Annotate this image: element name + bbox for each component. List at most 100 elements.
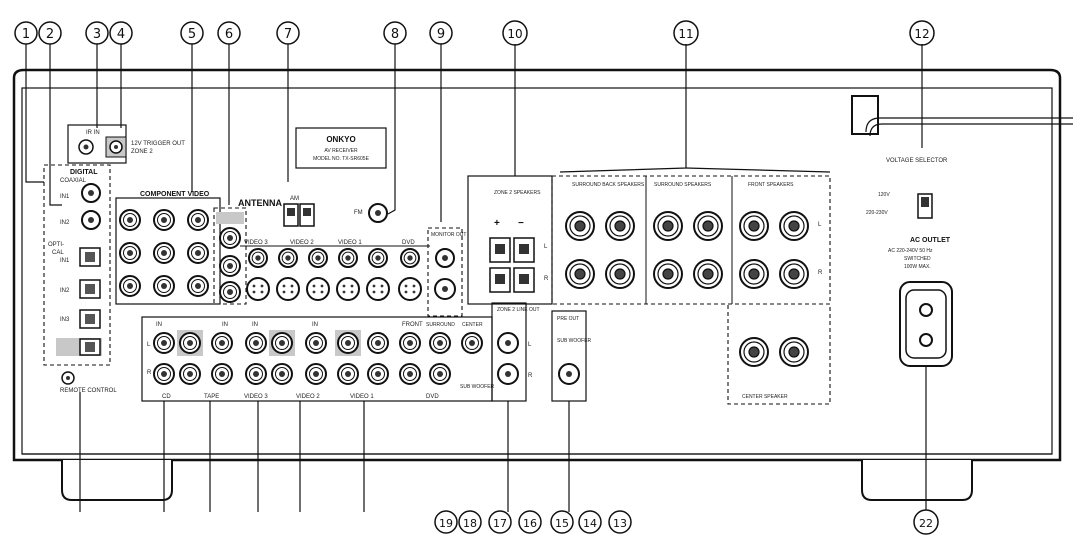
audio-jack (245, 332, 267, 354)
audio-jack (305, 363, 327, 385)
component-out-jack (219, 227, 241, 249)
audio-jack (399, 363, 421, 385)
svg-text:VIDEO 1: VIDEO 1 (350, 394, 374, 400)
audio-jack (367, 332, 389, 354)
zone2-line-out: ZONE 2 LINE OUT L R (491, 302, 540, 402)
svg-text:VIDEO 1: VIDEO 1 (338, 240, 362, 246)
svg-text:SURROUND: SURROUND (426, 322, 455, 328)
audio-jack (399, 332, 421, 354)
speaker-terminals: SURROUND BACK SPEAKERS SURROUND SPEAKERS… (551, 175, 831, 405)
svg-text:DVD: DVD (402, 240, 415, 246)
component-out-jack (219, 281, 241, 303)
svg-text:VIDEO 3: VIDEO 3 (244, 394, 268, 400)
speaker-binding-post (605, 259, 635, 289)
svg-text:11: 11 (678, 27, 693, 41)
audio-jack (153, 363, 175, 385)
speaker-binding-post (565, 211, 595, 241)
callout-3: 3 (85, 21, 109, 45)
callout-12: 12 (909, 20, 935, 46)
audio-jack (367, 363, 389, 385)
svg-text:IN: IN (156, 322, 162, 328)
composite-jack (400, 248, 420, 268)
bottom-leaders (79, 366, 927, 512)
ir-trigger-block: IR IN 12V TRIGGER OUT ZONE 2 (67, 124, 185, 164)
svg-text:VOLTAGE SELECTOR: VOLTAGE SELECTOR (886, 158, 948, 164)
svg-text:ZONE 2 LINE OUT: ZONE 2 LINE OUT (497, 307, 540, 313)
callout-19: 19 (434, 510, 458, 534)
component-monitor-out (213, 207, 247, 305)
composite-jack (338, 248, 358, 268)
audio-jack (245, 363, 267, 385)
speaker-binding-post (779, 259, 809, 289)
component-jack (187, 242, 209, 264)
composite-jack (368, 248, 388, 268)
ac-outlet: AC OUTLET AC 220-240V 50 Hz SWITCHED 100… (888, 237, 953, 367)
svg-text:19: 19 (439, 517, 453, 530)
component-jack (153, 275, 175, 297)
speaker-binding-post (739, 259, 769, 289)
svg-text:16: 16 (523, 517, 537, 530)
s-video-jack (366, 277, 390, 301)
svg-text:R: R (147, 370, 152, 376)
svg-text:MONITOR OUT: MONITOR OUT (431, 232, 466, 238)
svg-text:IN3: IN3 (60, 317, 70, 323)
svg-text:MODEL NO. TX-SR605E: MODEL NO. TX-SR605E (313, 156, 370, 162)
svg-text:IN2: IN2 (60, 288, 70, 294)
callout-8: 8 (383, 21, 407, 45)
svg-text:IN2: IN2 (60, 220, 70, 226)
center-binding-post (779, 337, 809, 367)
composite-jack (308, 248, 328, 268)
svg-text:12: 12 (914, 27, 929, 41)
svg-text:R: R (528, 373, 533, 379)
speaker-binding-post (605, 211, 635, 241)
audio-jack (337, 363, 359, 385)
callout-17: 17 (488, 510, 512, 534)
audio-jack (269, 330, 295, 356)
svg-text:SUB WOOFER: SUB WOOFER (557, 338, 592, 344)
svg-text:14: 14 (583, 517, 597, 530)
svg-text:IN: IN (252, 322, 258, 328)
svg-text:120V: 120V (878, 192, 890, 198)
svg-text:PRE OUT: PRE OUT (557, 316, 579, 322)
callout-1: 1 (14, 21, 38, 45)
s-video-jack (246, 277, 270, 301)
digital-inputs: DIGITAL COAXIAL IN1 IN2 OPTI- CAL IN1 IN… (43, 164, 117, 394)
component-jack (153, 209, 175, 231)
push-terminal-slot (495, 274, 505, 284)
callout-11: 11 (673, 20, 699, 46)
callout-2: 2 (38, 21, 62, 45)
svg-text:R: R (818, 270, 823, 276)
svg-text:18: 18 (463, 517, 477, 530)
speaker-binding-post (693, 211, 723, 241)
svg-text:L: L (818, 222, 822, 228)
speaker-binding-post (739, 211, 769, 241)
svg-text:12V TRIGGER OUT: 12V TRIGGER OUT (131, 141, 185, 147)
svg-text:CENTER SPEAKER: CENTER SPEAKER (742, 394, 788, 400)
component-jack (119, 209, 141, 231)
center-binding-post (739, 337, 769, 367)
svg-text:VIDEO 2: VIDEO 2 (290, 240, 314, 246)
svg-text:ANTENNA: ANTENNA (238, 198, 282, 208)
audio-jack (211, 363, 233, 385)
antenna-block: ANTENNA AM FM (238, 196, 388, 227)
svg-text:1: 1 (22, 27, 30, 42)
svg-text:DVD: DVD (426, 394, 439, 400)
callout-6: 6 (217, 21, 241, 45)
audio-jack (177, 330, 203, 356)
pre-out: PRE OUT SUB WOOFER (551, 310, 592, 402)
voltage-selector: VOLTAGE SELECTOR 120V 220-230V (866, 158, 948, 219)
audio-inputs: IN IN IN IN FRONT SURROUND CENTER CD TAP… (141, 316, 495, 402)
svg-text:13: 13 (613, 517, 627, 530)
audio-jack (461, 332, 483, 354)
svg-text:8: 8 (391, 27, 399, 42)
audio-jack (179, 363, 201, 385)
svg-text:220-230V: 220-230V (866, 210, 888, 216)
push-terminal-slot (519, 274, 529, 284)
speaker-binding-post (653, 259, 683, 289)
svg-text:AV RECEIVER: AV RECEIVER (324, 148, 358, 154)
top-leaders (25, 44, 923, 222)
svg-text:AM: AM (290, 196, 299, 202)
speaker-binding-post (693, 259, 723, 289)
svg-text:15: 15 (555, 517, 569, 530)
callout-16: 16 (518, 510, 542, 534)
